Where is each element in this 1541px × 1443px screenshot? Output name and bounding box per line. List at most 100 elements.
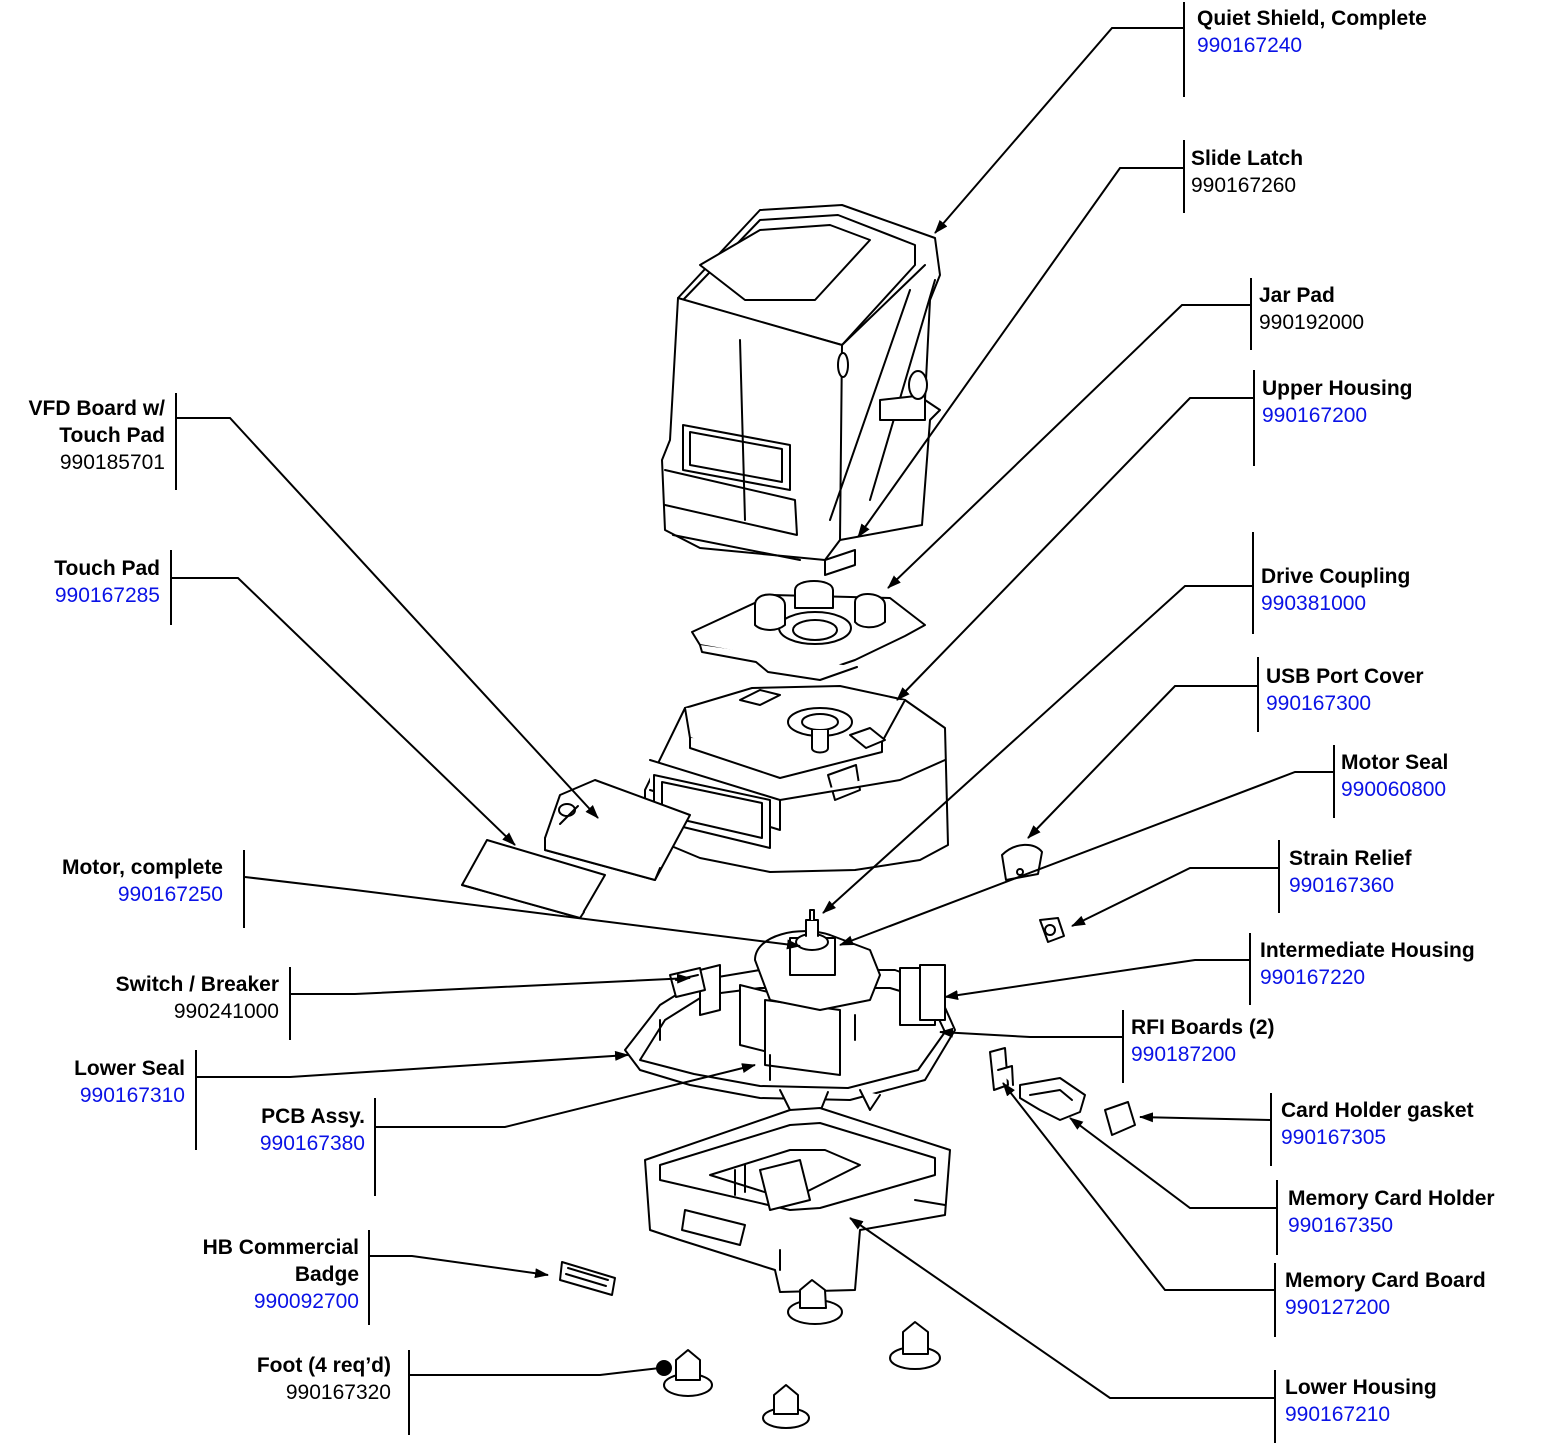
callout-motor-complete: Motor, complete 990167250 xyxy=(62,854,223,908)
rfi-board-drawing xyxy=(989,1047,1014,1091)
part-number-link[interactable]: 990167210 xyxy=(1285,1403,1391,1426)
callout-strain-relief: Strain Relief 990167360 xyxy=(1289,845,1412,899)
foot-drawing xyxy=(656,1279,941,1429)
part-name: HB Commercial Badge xyxy=(202,1236,359,1286)
part-name: Jar Pad xyxy=(1259,284,1335,307)
part-number-link[interactable]: 990167350 xyxy=(1288,1214,1394,1237)
part-number: 990241000 xyxy=(173,1000,279,1023)
hb-badge-drawing xyxy=(559,1261,616,1296)
part-name: Motor Seal xyxy=(1341,751,1449,774)
part-name: Foot (4 req’d) xyxy=(256,1354,391,1377)
part-number-link[interactable]: 990060800 xyxy=(1341,778,1447,801)
part-name: Strain Relief xyxy=(1289,847,1412,870)
callout-hb-badge: HB Commercial Badge 990092700 xyxy=(159,1234,359,1315)
leader-badge xyxy=(370,1255,549,1279)
leader-foot xyxy=(410,1367,661,1376)
leader-quiet-shield xyxy=(934,27,1183,234)
leader-card-holder xyxy=(1069,1117,1276,1209)
part-name: Switch / Breaker xyxy=(115,973,279,996)
leader-touch-pad xyxy=(172,577,516,846)
leader-pcb xyxy=(376,1063,756,1128)
part-name: Lower Seal xyxy=(74,1057,185,1080)
callout-memory-card-holder: Memory Card Holder 990167350 xyxy=(1288,1185,1495,1239)
leader-intermediate xyxy=(944,959,1249,1001)
part-number-link[interactable]: 990167305 xyxy=(1281,1126,1387,1149)
callout-vfd-board: VFD Board w/ Touch Pad 990185701 xyxy=(0,395,165,476)
leader-switch xyxy=(291,973,691,995)
leader-gasket xyxy=(1139,1112,1271,1123)
callout-jar-pad: Jar Pad 990192000 xyxy=(1259,282,1364,336)
part-number-link[interactable]: 990167380 xyxy=(259,1132,365,1155)
part-name: Intermediate Housing xyxy=(1260,939,1475,962)
leader-slide-latch xyxy=(857,167,1183,538)
callout-intermediate-housing: Intermediate Housing 990167220 xyxy=(1260,937,1475,991)
leader-card-board xyxy=(1002,1082,1274,1291)
leader-rfi xyxy=(939,1027,1122,1038)
part-number: 990167320 xyxy=(285,1381,391,1404)
callout-usb-port-cover: USB Port Cover 990167300 xyxy=(1266,663,1424,717)
part-name: Memory Card Board xyxy=(1285,1269,1486,1292)
callout-lower-seal: Lower Seal 990167310 xyxy=(74,1055,185,1109)
leader-lower-housing xyxy=(849,1217,1274,1399)
part-number-link[interactable]: 990167285 xyxy=(54,584,160,607)
part-number-link[interactable]: 990167240 xyxy=(1197,34,1303,57)
part-name: Drive Coupling xyxy=(1261,565,1411,588)
leader-jar-pad xyxy=(887,304,1250,589)
part-number-link[interactable]: 990167360 xyxy=(1289,874,1395,897)
callout-slide-latch: Slide Latch 990167260 xyxy=(1191,145,1303,199)
upper-housing-drawing xyxy=(644,685,949,873)
callout-pcb-assy: PCB Assy. 990167380 xyxy=(260,1103,365,1157)
leader-motor-seal xyxy=(839,771,1333,946)
part-number: 990167260 xyxy=(1191,174,1297,197)
part-name: RFI Boards (2) xyxy=(1131,1016,1275,1039)
part-number-link[interactable]: 990167220 xyxy=(1260,966,1366,989)
callout-quiet-shield: Quiet Shield, Complete 990167240 xyxy=(1197,5,1427,59)
callout-motor-seal: Motor Seal 990060800 xyxy=(1341,749,1448,803)
leader-lower-seal xyxy=(197,1050,629,1078)
part-name: Touch Pad xyxy=(54,557,160,580)
jar-pad-drawing xyxy=(691,580,926,681)
strain-relief-drawing xyxy=(1039,917,1065,943)
part-name: VFD Board w/ Touch Pad xyxy=(28,397,165,447)
part-number-link[interactable]: 990092700 xyxy=(253,1290,359,1313)
part-name: Card Holder gasket xyxy=(1281,1099,1474,1122)
part-number-link[interactable]: 990167200 xyxy=(1262,404,1368,427)
part-name: PCB Assy. xyxy=(261,1105,365,1128)
callout-card-holder-gasket: Card Holder gasket 990167305 xyxy=(1281,1097,1474,1151)
part-number-link[interactable]: 990167250 xyxy=(117,883,223,906)
part-name: Quiet Shield, Complete xyxy=(1197,7,1427,30)
callout-foot: Foot (4 req’d) 990167320 xyxy=(257,1352,391,1406)
vfd-board-drawing xyxy=(544,779,691,881)
callout-upper-housing: Upper Housing 990167200 xyxy=(1262,375,1413,429)
part-name: Memory Card Holder xyxy=(1288,1187,1495,1210)
leader-motor xyxy=(244,876,801,950)
card-holder-gasket-drawing xyxy=(1104,1101,1136,1136)
callout-memory-card-board: Memory Card Board 990127200 xyxy=(1285,1267,1486,1321)
callout-switch-breaker: Switch / Breaker 990241000 xyxy=(116,971,279,1025)
part-number: 990185701 xyxy=(59,451,165,474)
callout-drive-coupling: Drive Coupling 990381000 xyxy=(1261,563,1410,617)
part-number-link[interactable]: 990167310 xyxy=(79,1084,185,1107)
leader-strain-relief xyxy=(1071,867,1278,927)
part-number-link[interactable]: 990187200 xyxy=(1131,1043,1237,1066)
part-name: USB Port Cover xyxy=(1266,665,1424,688)
usb-port-cover-drawing xyxy=(1001,843,1043,881)
callout-touch-pad: Touch Pad 990167285 xyxy=(54,555,160,609)
part-name: Upper Housing xyxy=(1262,377,1413,400)
part-number-link[interactable]: 990381000 xyxy=(1261,592,1367,615)
quiet-shield-drawing xyxy=(661,204,941,576)
part-name: Motor, complete xyxy=(61,856,223,879)
callout-bars xyxy=(170,2,1335,1443)
memory-card-holder-drawing xyxy=(1019,1077,1086,1121)
motor-base-drawing xyxy=(624,909,956,1113)
part-name: Slide Latch xyxy=(1191,147,1304,170)
leader-drive-coupling xyxy=(822,585,1252,914)
part-number: 990192000 xyxy=(1259,311,1365,334)
part-number-link[interactable]: 990127200 xyxy=(1285,1296,1391,1319)
lower-housing-drawing xyxy=(644,1107,951,1293)
callout-rfi-boards: RFI Boards (2) 990187200 xyxy=(1131,1014,1275,1068)
callout-lower-housing: Lower Housing 990167210 xyxy=(1285,1374,1437,1428)
part-name: Lower Housing xyxy=(1285,1376,1437,1399)
part-number-link[interactable]: 990167300 xyxy=(1266,692,1372,715)
